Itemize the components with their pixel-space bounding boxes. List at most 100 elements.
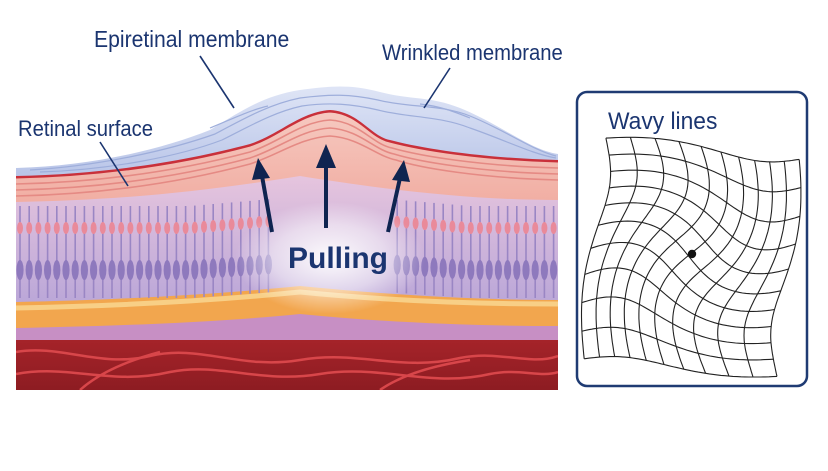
- photoreceptor-nucleus: [532, 222, 539, 234]
- leader-wrinkled: [423, 67, 451, 109]
- photoreceptor-nucleus: [449, 220, 456, 233]
- photoreceptor-nucleus: [164, 222, 171, 234]
- photoreceptor-nucleus: [421, 218, 428, 231]
- photoreceptor-segment: [163, 260, 171, 280]
- photoreceptor-segment: [200, 259, 208, 279]
- photoreceptor-nucleus: [191, 221, 198, 234]
- photoreceptor-segment: [62, 260, 70, 280]
- photoreceptor-segment: [136, 260, 144, 280]
- photoreceptor-segment: [448, 258, 456, 279]
- photoreceptor-nucleus: [173, 222, 180, 234]
- label-retinal-surface: Retinal surface: [18, 116, 154, 141]
- grid-column-line: [717, 161, 773, 377]
- photoreceptor-nucleus: [431, 218, 437, 231]
- photoreceptor-nucleus: [228, 218, 235, 231]
- photoreceptor-nucleus: [504, 222, 511, 234]
- photoreceptor-nucleus: [53, 222, 60, 234]
- photoreceptor-segment: [172, 260, 180, 280]
- photoreceptor-segment: [71, 260, 79, 280]
- photoreceptor-nucleus: [210, 220, 217, 233]
- photoreceptor-nucleus: [513, 222, 520, 234]
- photoreceptor-segment: [90, 260, 98, 280]
- photoreceptor-segment: [522, 260, 530, 280]
- photoreceptor-segment: [108, 260, 116, 280]
- photoreceptor-nucleus: [550, 222, 557, 234]
- arrow-right: [386, 177, 402, 233]
- photoreceptor-segment: [209, 258, 217, 279]
- photoreceptor-segment: [16, 260, 24, 280]
- photoreceptor-nucleus: [127, 222, 134, 234]
- photoreceptor-nucleus: [72, 222, 79, 234]
- epiretinal-membrane-layer: [16, 86, 558, 176]
- leader-lines: [99, 55, 451, 187]
- retina-layer: [16, 112, 558, 202]
- photoreceptor-nucleus: [26, 222, 33, 234]
- arrow-left: [260, 175, 274, 233]
- pulling-arrows: [252, 144, 410, 233]
- photoreceptor-segment: [34, 260, 43, 280]
- photoreceptor-segment: [540, 260, 549, 280]
- grid-column-line: [623, 141, 689, 358]
- photoreceptor-segment: [126, 260, 134, 280]
- leader-epiretinal: [199, 55, 235, 109]
- grid-column-line: [743, 161, 787, 378]
- photoreceptor-nucleus: [440, 219, 447, 232]
- photoreceptor-segment: [218, 257, 226, 278]
- grid-column-line: [580, 137, 612, 359]
- photoreceptor-nucleus: [118, 222, 125, 234]
- photoreceptor-segment: [467, 260, 475, 280]
- arrowhead-left: [252, 158, 270, 180]
- photoreceptor-segment: [145, 260, 153, 280]
- photoreceptor-nucleus: [523, 222, 529, 234]
- pulling-glow: [235, 202, 425, 314]
- photoreceptor-nucleus: [99, 222, 106, 234]
- photoreceptor-segment: [25, 260, 33, 280]
- cross-section: [16, 86, 558, 390]
- grid-column-line: [672, 156, 745, 370]
- photoreceptor-segment: [182, 260, 190, 280]
- photoreceptor-nucleus: [458, 221, 465, 234]
- amsler-grid: [580, 136, 802, 378]
- photoreceptor-segment: [99, 260, 107, 280]
- photoreceptor-nucleus: [182, 222, 189, 234]
- bruch-layer: [16, 306, 558, 340]
- photoreceptor-segment: [458, 259, 466, 280]
- photoreceptor-segment: [44, 260, 52, 280]
- photoreceptor-nucleus: [81, 222, 88, 234]
- arrowhead-right: [392, 160, 410, 182]
- photoreceptor-segment: [430, 257, 438, 278]
- photoreceptor-segment: [439, 258, 447, 279]
- choroid-vessels: [16, 349, 558, 390]
- photoreceptor-nucleus: [541, 222, 548, 234]
- label-epiretinal-membrane: Epiretinal membrane: [94, 26, 290, 52]
- grid-column-line: [609, 138, 665, 357]
- grid-column-line: [693, 160, 759, 374]
- photoreceptor-nucleus: [201, 220, 207, 233]
- photoreceptor-segment: [513, 260, 521, 280]
- photoreceptor-segment: [504, 260, 512, 280]
- grid-panel: [575, 90, 809, 388]
- photoreceptor-nucleus: [477, 222, 483, 234]
- photoreceptor-nucleus: [136, 222, 143, 234]
- photoreceptor-nucleus: [219, 219, 226, 232]
- grid-column-line: [770, 159, 802, 377]
- photoreceptor-segment: [550, 260, 558, 280]
- photoreceptor-segment: [191, 259, 199, 280]
- photoreceptor-nucleus: [237, 217, 244, 230]
- label-wrinkled-membrane: Wrinkled membrane: [382, 40, 563, 65]
- photoreceptor-segment: [476, 260, 484, 280]
- photoreceptor-segment: [531, 260, 539, 280]
- photoreceptor-nucleus: [44, 222, 51, 234]
- membrane-wrinkles: [29, 94, 557, 173]
- grid-column-line: [638, 146, 710, 361]
- photoreceptor-nucleus: [247, 216, 253, 229]
- photoreceptor-nucleus: [35, 222, 42, 234]
- leader-surface: [99, 141, 129, 187]
- photoreceptor-nucleus: [467, 222, 474, 234]
- photoreceptor-nucleus: [90, 222, 97, 234]
- retinal-surface-line: [16, 109, 558, 179]
- photoreceptor-segment: [494, 260, 502, 280]
- photoreceptor-nucleus: [412, 217, 419, 230]
